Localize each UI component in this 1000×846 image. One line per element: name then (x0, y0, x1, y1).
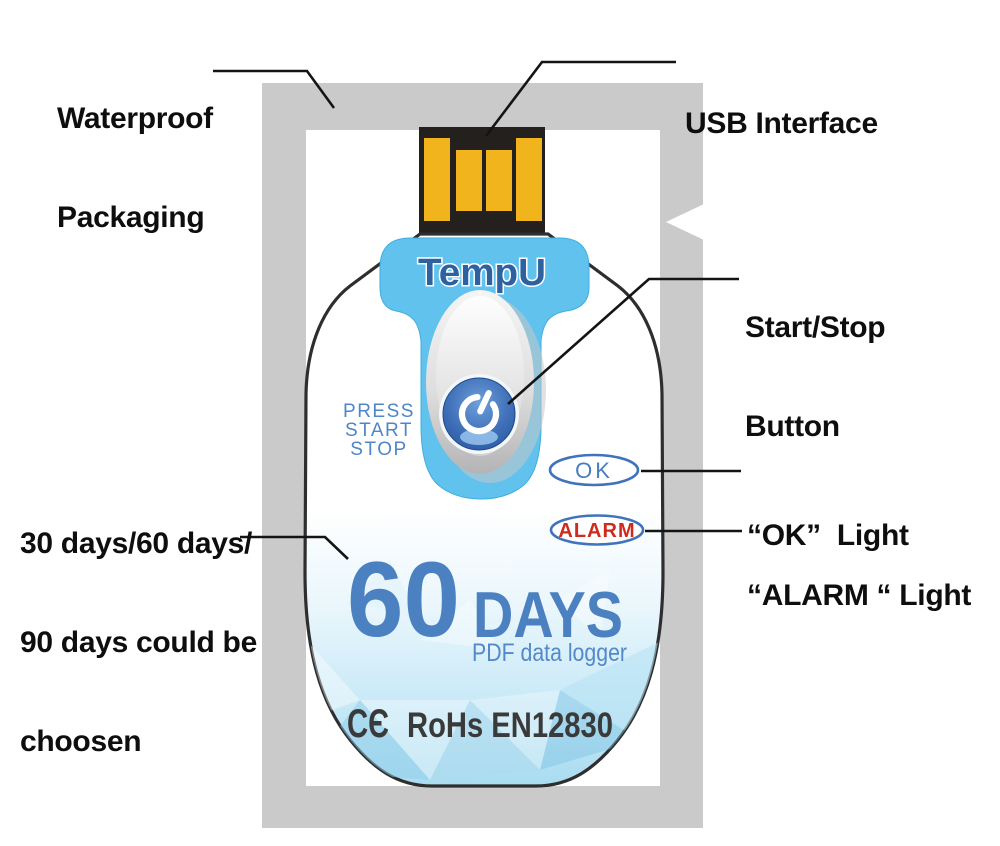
press-line: PRESS (343, 401, 415, 422)
power-icon (458, 390, 500, 435)
ok-led-badge (548, 453, 640, 487)
usb-pin (424, 138, 450, 221)
annotation-lines (213, 60, 742, 560)
alarm-led-badge (549, 514, 645, 546)
tear-notch (666, 204, 704, 240)
usb-pin (456, 150, 482, 211)
alarm-light-label: “ALARM “ Light (747, 513, 971, 678)
brand-text: TempU (418, 252, 546, 294)
usb-callout-line (484, 60, 676, 137)
ok-light-label: “OK” Light (747, 453, 909, 618)
device-body (303, 232, 665, 788)
ok-badge-text: OK (575, 458, 613, 483)
button-glow (460, 429, 498, 445)
press-start-stop: PRESS START STOP (343, 401, 415, 460)
label-line: “ALARM “ Light (747, 579, 972, 612)
days-unit: DAYS (473, 578, 623, 651)
logger-device: TempU PRESS START STOP OK ALARM (303, 232, 665, 788)
certification-text: RoHs EN12830 (407, 706, 613, 745)
label-line: Start/Stop (745, 311, 886, 344)
usb-connector (419, 127, 545, 233)
ce-mark: CЄ (347, 702, 389, 746)
usb-pin (516, 138, 542, 221)
press-line: STOP (350, 439, 407, 460)
label-line: 90 days could be (20, 626, 257, 659)
tagline-text: PDF data logger (472, 639, 627, 667)
waterproof-callout-line (213, 69, 336, 109)
alarm-badge-text: ALARM (558, 520, 635, 542)
label-line: “OK” Light (747, 519, 909, 552)
label-line: choosen (20, 725, 142, 758)
days-value: 60 (347, 539, 460, 659)
usb-interface-label: USB Interface (685, 41, 878, 206)
start-stop-button-label: Start/Stop Button (745, 245, 886, 509)
label-line: 30 days/60 days/ (20, 527, 253, 560)
label-line: Button (745, 410, 840, 443)
press-line: START (345, 420, 413, 441)
duration-options-label: 30 days/60 days/ 90 days could be choose… (20, 461, 257, 824)
duration-callout-line (240, 535, 349, 560)
label-line: Waterproof (57, 102, 213, 135)
label-line: Packaging (57, 201, 205, 234)
start-stop-callout-line (507, 277, 739, 405)
waterproof-packaging-label: Waterproof Packaging (57, 36, 213, 300)
label-line: USB Interface (685, 107, 878, 140)
usb-pin (486, 150, 512, 211)
